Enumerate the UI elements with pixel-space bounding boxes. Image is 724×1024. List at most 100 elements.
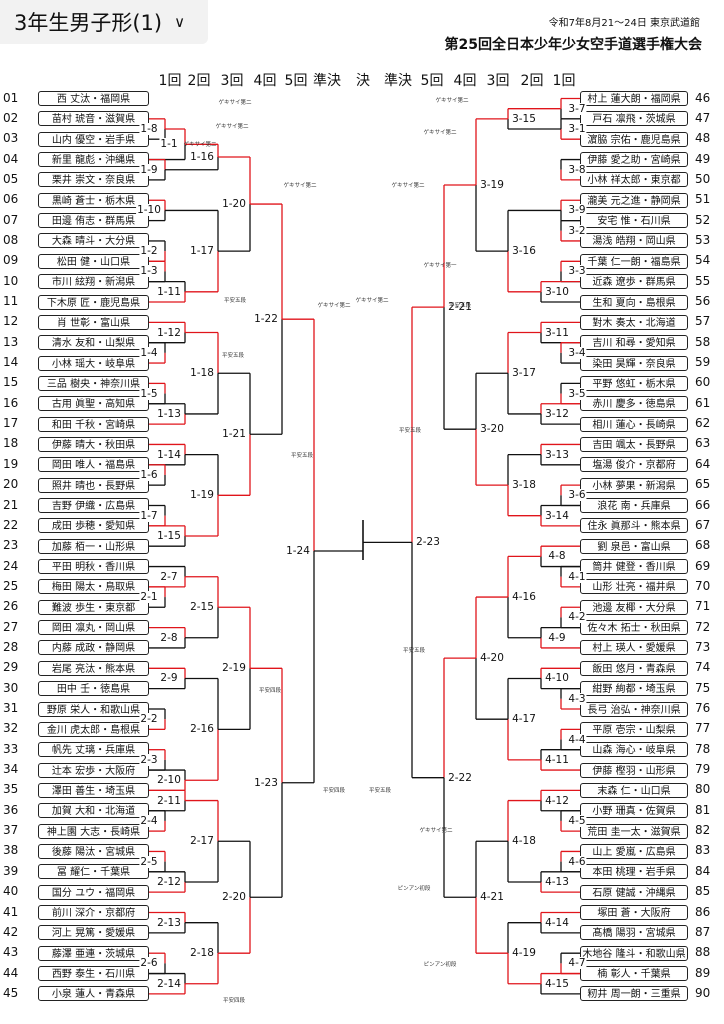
player-name: 西野 泰生・石川県: [38, 966, 149, 982]
event-title: 第25回全日本少年少女空手道選手権大会: [444, 37, 702, 53]
player-name: 西 丈汰・福岡県: [38, 91, 149, 106]
entry-number: 23: [3, 538, 19, 553]
entry-number: 36: [3, 802, 19, 817]
entry-number: 16: [3, 395, 19, 410]
entry-number: 18: [3, 436, 19, 451]
entry-number: 19: [3, 456, 19, 471]
entry-number: 65: [695, 477, 711, 492]
match-label: 1-8: [139, 123, 159, 136]
match-label: 1-17: [189, 245, 215, 258]
entry-number: 79: [695, 762, 711, 777]
match-label: 4-1: [567, 570, 587, 583]
player-name: 塚田 蒼・大阪府: [580, 905, 688, 920]
match-label: 1-12: [156, 326, 182, 339]
match-label: 2-19: [221, 662, 247, 675]
entry-number: 38: [3, 843, 19, 858]
entry-number: 76: [695, 701, 711, 715]
chevron-down-icon: ∨: [174, 13, 186, 31]
match-label: 2-5: [139, 855, 159, 868]
match-label: 3-4: [567, 346, 587, 359]
match-label: 2-12: [156, 875, 182, 888]
entry-number: 48: [695, 131, 711, 146]
match-label: 2-3: [139, 753, 159, 766]
waza-note: 平安五段: [221, 353, 245, 359]
entry-number: 22: [3, 517, 19, 532]
entry-number: 70: [695, 578, 711, 593]
entry-number: 53: [695, 232, 711, 247]
player-name: 戸石 凛飛・茨城県: [580, 111, 688, 127]
player-name: 清水 友和・山梨県: [38, 335, 149, 351]
player-name: 池邊 友椰・大分県: [580, 599, 688, 615]
match-label: 2-11: [156, 794, 182, 807]
player-name: 籾井 周一朗・三重県: [580, 986, 688, 1002]
waza-note: 平安五段: [223, 298, 247, 304]
entry-number: 71: [695, 599, 711, 614]
player-name: 對木 奏太・北海道: [580, 314, 688, 330]
entry-number: 60: [695, 375, 711, 390]
player-name: 劉 泉邑・富山県: [580, 538, 688, 554]
player-name: 野原 栄人・和歌山県: [38, 701, 149, 717]
player-name: 成田 歩穂・愛知県: [38, 518, 149, 534]
match-label: 3-16: [511, 245, 537, 258]
entry-number: 58: [695, 334, 711, 349]
match-label: 1-21: [221, 428, 247, 441]
entry-number: 30: [3, 680, 19, 695]
match-label: 3-9: [567, 204, 587, 217]
entry-number: 84: [695, 863, 711, 878]
player-name: 後藤 陽汰・宮城県: [38, 843, 149, 859]
entry-number: 46: [695, 90, 711, 105]
entry-number: 03: [3, 131, 19, 146]
entry-number: 28: [3, 639, 19, 654]
entry-number: 57: [695, 314, 711, 329]
entry-number: 87: [695, 924, 711, 939]
entry-number: 25: [3, 578, 19, 593]
player-name: 石原 健誠・沖縄県: [580, 884, 688, 900]
match-label: 4-17: [511, 713, 537, 726]
match-label: 4-5: [567, 814, 587, 827]
round-label: 3回: [220, 73, 244, 89]
player-name: 佐々木 拓士・秋田県: [580, 620, 688, 636]
event-selector-dropdown[interactable]: 3年生男子形(1) ∨: [0, 0, 208, 44]
match-label: 2-18: [189, 947, 215, 960]
match-label: 3-3: [567, 265, 587, 278]
match-label: 4-2: [567, 611, 587, 624]
match-label: 4-18: [511, 835, 537, 848]
round-label: 4回: [253, 73, 277, 89]
player-name: 末森 仁・山口県: [580, 782, 688, 798]
player-name: 神上園 大志・長崎県: [38, 823, 149, 839]
entry-number: 06: [3, 192, 19, 207]
match-label: 3-7: [567, 102, 587, 115]
match-label: 1-20: [221, 198, 247, 211]
player-name: 染田 昊輝・奈良県: [580, 355, 688, 371]
player-name: 髙橋 陽羽・宮城県: [580, 925, 688, 941]
round-label: 5回: [284, 73, 308, 89]
entry-number: 90: [695, 985, 711, 1000]
player-name: 難波 歩生・東京都: [38, 599, 149, 615]
player-name: 小林 夢果・新潟県: [580, 477, 688, 493]
waza-note: ゲキサイ第二: [215, 124, 249, 130]
entry-number: 56: [695, 294, 711, 308]
waza-note: ゲキサイ第二: [283, 183, 317, 189]
player-name: 照井 晴也・長野県: [38, 477, 149, 493]
entry-number: 64: [695, 456, 711, 471]
match-label: 1-15: [156, 530, 182, 543]
match-label: 3-20: [479, 423, 505, 436]
waza-note: 平安四段: [322, 788, 346, 794]
round-label: 準決: [313, 73, 341, 89]
entry-number: 05: [3, 171, 19, 186]
entry-number: 27: [3, 619, 19, 634]
entry-number: 32: [3, 721, 19, 736]
player-name: 安宅 惟・石川県: [580, 213, 688, 229]
match-label: 4-4: [567, 733, 587, 746]
waza-note: ゲキサイ第二: [423, 130, 457, 136]
round-label: 決: [356, 73, 370, 89]
waza-note: ゲキサイ第二: [435, 98, 469, 104]
match-label: 1-5: [139, 387, 159, 400]
match-label: 3-10: [544, 285, 570, 298]
match-label: 4-13: [544, 875, 570, 888]
entry-number: 89: [695, 965, 711, 980]
match-label: 4-14: [544, 916, 570, 929]
entry-number: 41: [3, 904, 19, 919]
match-label: 3-18: [511, 479, 537, 492]
player-name: 松田 健・山口県: [38, 253, 149, 269]
